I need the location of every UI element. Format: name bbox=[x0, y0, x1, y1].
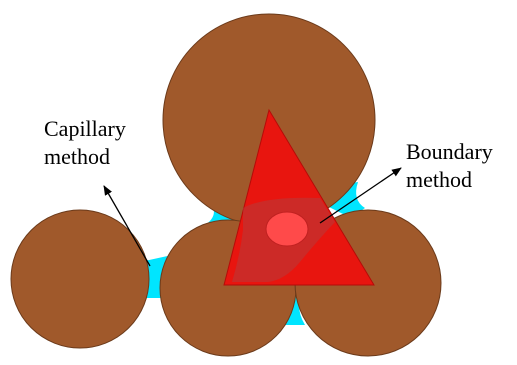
particle-left bbox=[11, 210, 149, 348]
boundary-ellipse bbox=[266, 212, 308, 246]
boundary-label-line1: Boundary bbox=[406, 139, 493, 164]
capillary-label-line1: Capillary bbox=[44, 116, 126, 141]
capillary-label-line2: method bbox=[44, 144, 110, 169]
boundary-label-line2: method bbox=[406, 167, 472, 192]
